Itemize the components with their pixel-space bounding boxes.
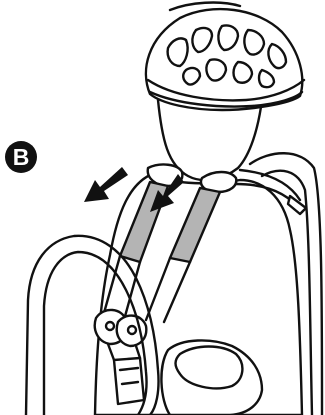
step-badge: B [5, 141, 37, 173]
helmet-icon [146, 3, 304, 110]
arrow-down-left-icon [84, 167, 128, 202]
